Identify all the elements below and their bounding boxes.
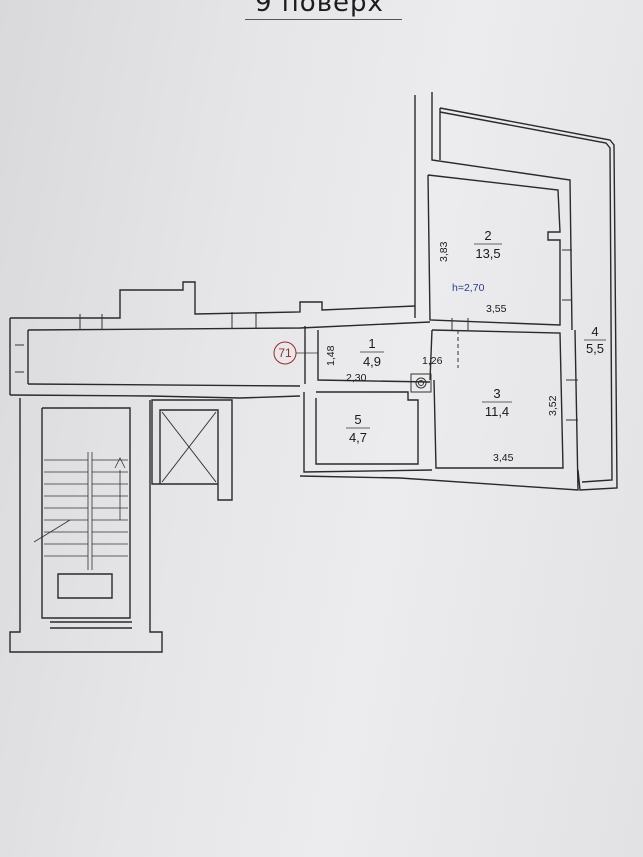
room5-width-dim: 2,30 (346, 372, 367, 384)
room3-height-dim: 3,52 (547, 395, 559, 416)
room3-width-dim: 3,45 (493, 452, 514, 464)
apartment-number: 71 (278, 346, 292, 360)
balcony-inner (439, 111, 613, 483)
room2-area: 13,5 (475, 246, 500, 261)
room3-number: 3 (493, 386, 500, 401)
title-underline (245, 19, 402, 20)
elevator-cross (161, 411, 217, 483)
balcony-outline (439, 107, 618, 491)
staircase-walls (9, 398, 163, 653)
window-marks (15, 249, 578, 421)
room5-walls (303, 391, 433, 473)
room4-number: 4 (591, 324, 598, 339)
corridor-width-dim: 1,26 (422, 355, 443, 367)
room2-number: 2 (484, 228, 491, 243)
vent-shaft-icon (410, 373, 432, 393)
floor-title: 9 поверх (255, 0, 384, 18)
corridor-bottom-wall (9, 383, 301, 399)
room1-height-dim: 1,48 (325, 345, 337, 366)
stair-treads (33, 452, 128, 570)
room1-number: 1 (368, 336, 375, 351)
room2-height-dim: 3,83 (438, 241, 450, 262)
room3-area: 11,4 (485, 404, 509, 419)
corridor-top-inner (27, 321, 431, 331)
room3-walls (299, 329, 579, 491)
room1-walls (304, 326, 433, 384)
room1-area: 4,9 (363, 354, 381, 369)
room2-walls (414, 92, 573, 331)
corridor-top-wall (10, 281, 416, 319)
room5-area: 4,7 (349, 430, 367, 445)
ceiling-height: h=2,70 (452, 282, 485, 294)
room4-area: 5,5 (586, 341, 604, 356)
room5-number: 5 (354, 412, 361, 427)
corridor-left-wall (9, 318, 29, 395)
stair-landing (50, 573, 132, 629)
elevator-walls (151, 399, 233, 501)
room2-width-dim: 3,55 (486, 303, 507, 315)
